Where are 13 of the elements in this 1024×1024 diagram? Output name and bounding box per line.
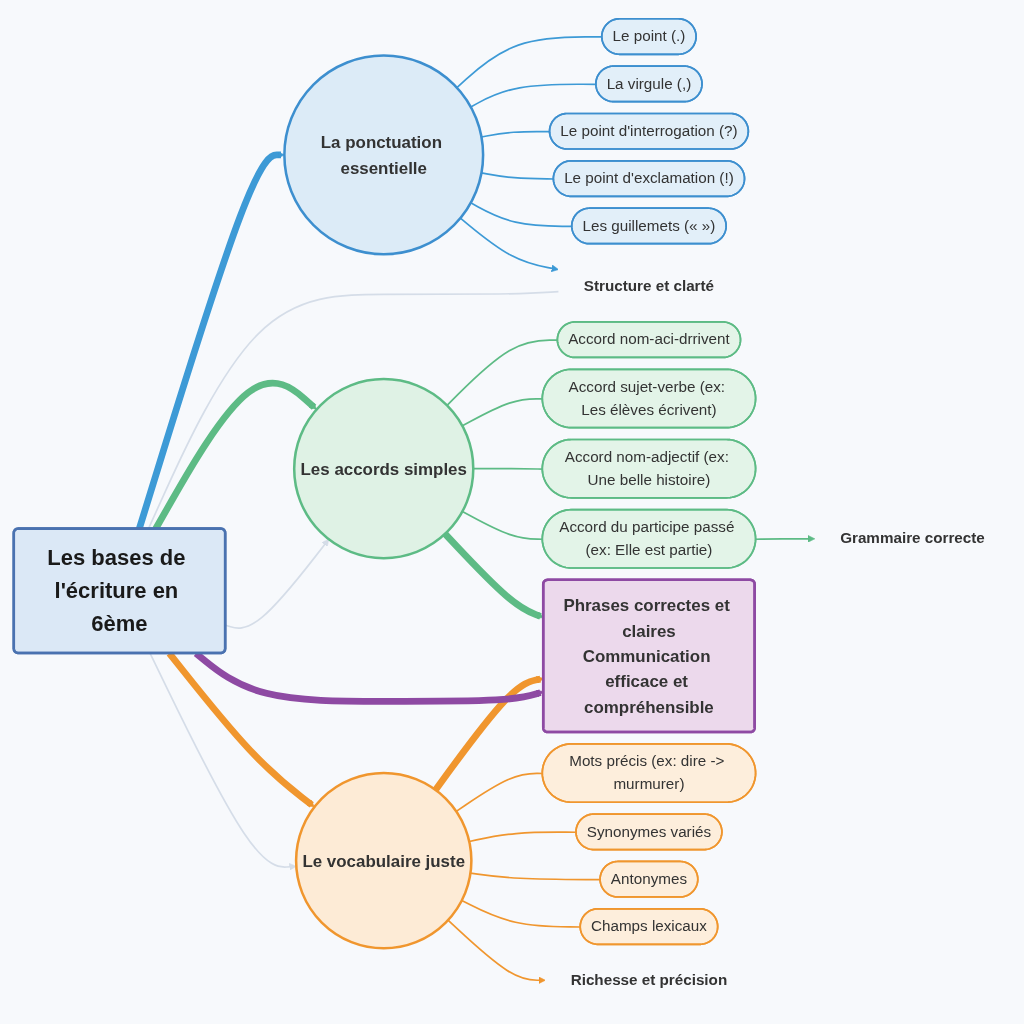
node-text: Grammaire correcte <box>840 530 985 548</box>
node-text: Structure et clarté <box>583 277 715 295</box>
node-circle: Le vocabulaire juste <box>294 772 473 950</box>
arrow <box>447 919 546 985</box>
node-circle: La ponctuation essentielle <box>283 54 485 256</box>
arrow <box>166 651 315 809</box>
node-text: Richesse et précision <box>570 971 728 989</box>
node-circle: Les accords simples <box>292 378 475 560</box>
arrow <box>442 532 544 620</box>
arrow <box>755 535 816 543</box>
arrow <box>432 676 544 793</box>
arrow <box>459 217 559 273</box>
arrow <box>193 651 544 706</box>
